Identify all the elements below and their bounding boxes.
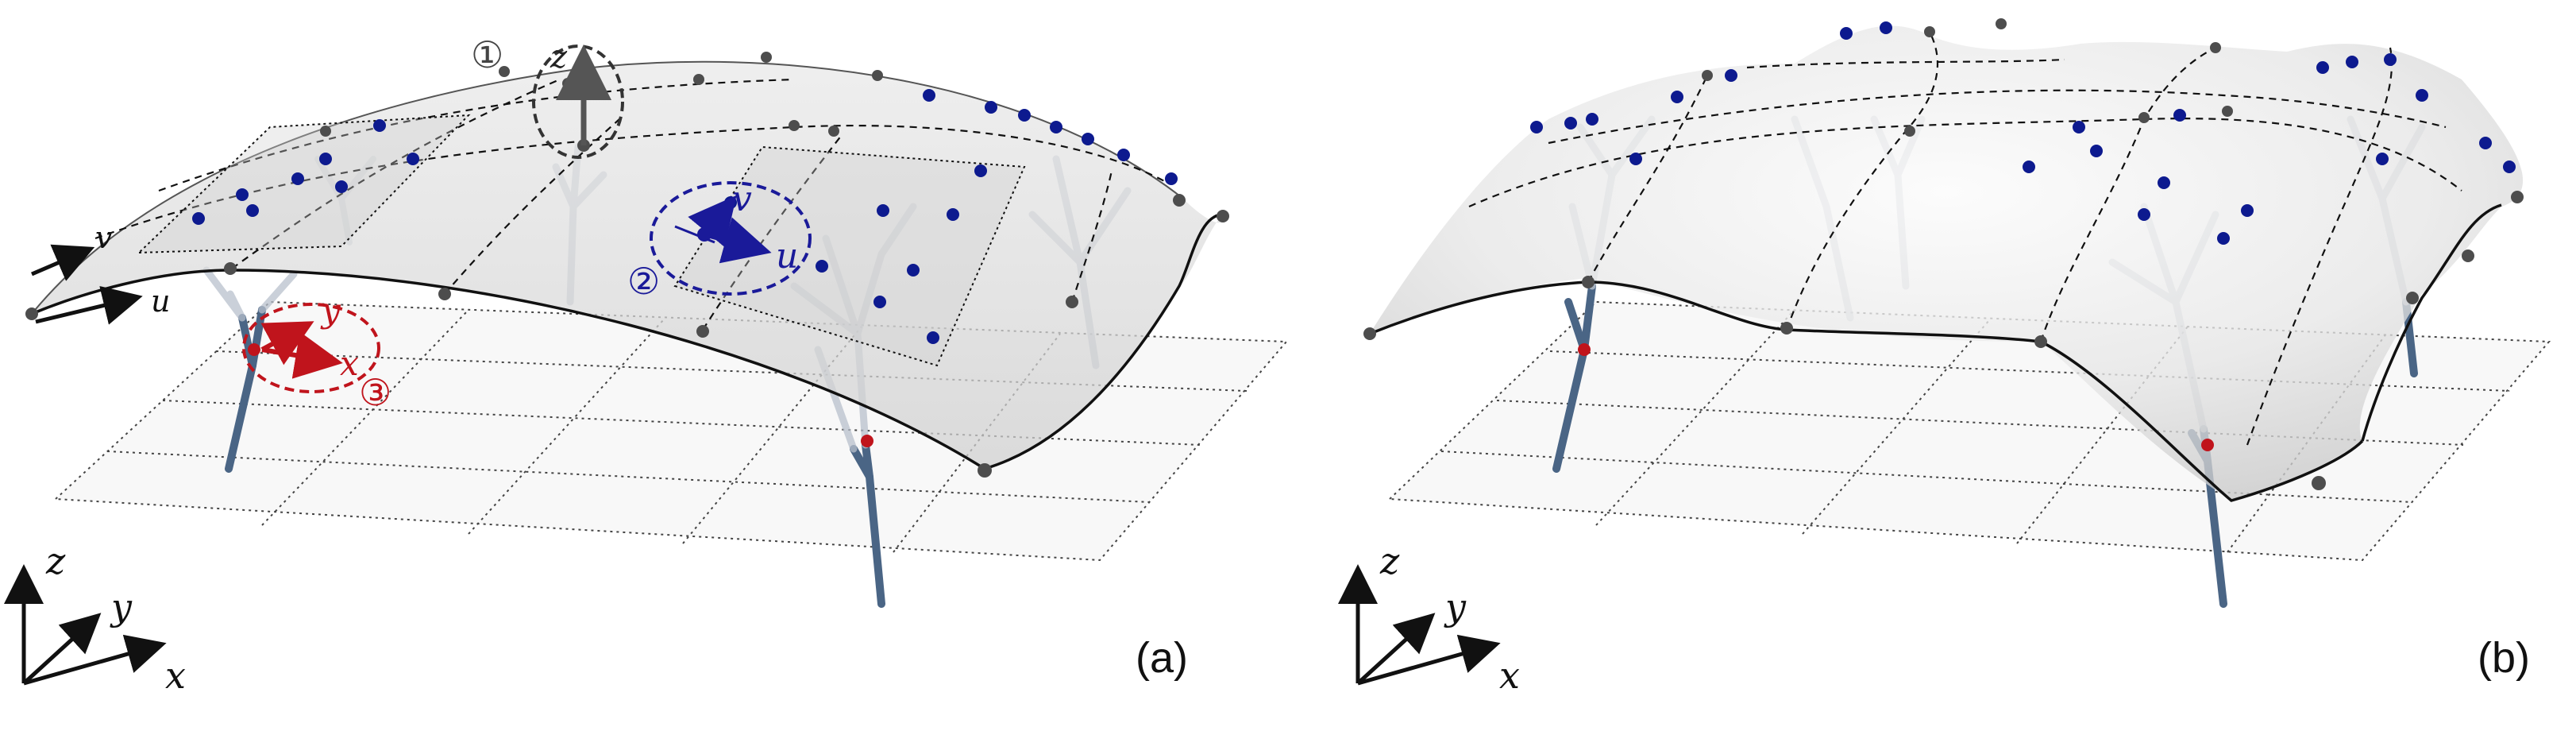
callout-3: x y ③ bbox=[242, 291, 391, 413]
callout-2-number: ② bbox=[627, 261, 660, 302]
shell-nodes bbox=[25, 52, 1229, 478]
callout-3-x: x bbox=[340, 344, 359, 383]
shell-nodes-b bbox=[1363, 18, 2524, 490]
panel-a-label: (a) bbox=[1136, 634, 1188, 682]
panel-b: z y x (b) bbox=[1338, 18, 2551, 697]
shell-surface-b bbox=[1370, 25, 2524, 501]
support-nodes-b bbox=[1578, 343, 2214, 451]
uv-u-label: u bbox=[151, 284, 170, 319]
callout-2-v: v bbox=[732, 179, 752, 219]
callout-2: u v ② bbox=[627, 179, 812, 302]
axis-y-b: y bbox=[1444, 586, 1467, 629]
patch-outlines bbox=[137, 114, 1026, 367]
callout-1-number: ① bbox=[471, 34, 503, 75]
axis-x-a: x bbox=[165, 654, 186, 697]
shell-right-edge bbox=[984, 213, 1224, 470]
axis-z-b: z bbox=[1379, 540, 1400, 582]
axis-y-a: y bbox=[110, 586, 133, 629]
uv-direction-arrows bbox=[31, 244, 143, 325]
uv-v-label: v bbox=[95, 220, 113, 255]
control-points-b bbox=[1530, 21, 2516, 245]
axis-x-b: x bbox=[1499, 654, 1520, 697]
axis-z-a: z bbox=[45, 540, 66, 582]
support-nodes bbox=[248, 343, 873, 447]
callout-1-axis: z bbox=[550, 39, 568, 75]
axes-triad-b bbox=[1338, 564, 1501, 686]
callout-3-y: y bbox=[320, 291, 341, 330]
shell-front-edge-b bbox=[1369, 280, 2364, 502]
axes-triad-a bbox=[3, 564, 167, 686]
panel-a: v u z ① u v ② x y ③ bbox=[3, 34, 1289, 697]
panel-b-label: (b) bbox=[2478, 634, 2530, 682]
callout-1: z ① bbox=[471, 34, 624, 159]
callout-3-number: ③ bbox=[359, 372, 391, 413]
shell-right-edge-b bbox=[2361, 203, 2502, 442]
callout-2-u: u bbox=[776, 236, 798, 277]
